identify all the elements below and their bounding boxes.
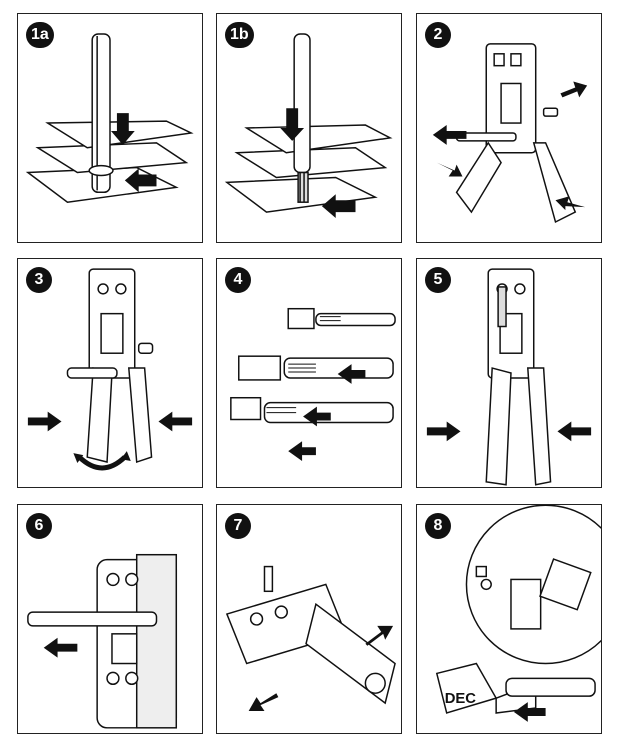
step-number-badge: 1a [26, 22, 54, 48]
step-panel-5: 5 [416, 258, 602, 488]
step-panel-1b: 1b [216, 13, 402, 243]
step-number-badge: 4 [225, 267, 251, 293]
step-panel-3: 3 [17, 258, 203, 488]
tool-remove-illustration [432, 43, 588, 224]
step-panel-2: 2 [416, 13, 602, 243]
step-panel-1a: 1a [17, 13, 203, 243]
tool-rotate-illustration [27, 268, 193, 471]
step-panel-7: 7 [216, 504, 402, 734]
cable-insert-illustration [25, 33, 194, 203]
step-number-badge: 5 [425, 267, 451, 293]
cable-pull-out-illustration [27, 553, 178, 729]
cable-strip-illustration [224, 33, 393, 219]
connector-detail-illustration: DEC [435, 505, 601, 722]
step-number-badge: 2 [425, 22, 451, 48]
step-panel-4: 4 [216, 258, 402, 488]
step-number-badge: 7 [225, 513, 251, 539]
step-panel-8: 8 DEC [416, 504, 602, 734]
step-number-badge: 1b [225, 22, 254, 48]
step-number-badge: 8 [425, 513, 451, 539]
tool-release-illustration [225, 565, 396, 711]
step-number-badge: 6 [26, 513, 52, 539]
step-panel-6: 6 [17, 504, 203, 734]
connector-insert-illustration [230, 307, 396, 462]
step-number-badge: 3 [26, 267, 52, 293]
connector-brand-label: DEC [445, 691, 477, 707]
tool-crimp-illustration [426, 268, 592, 486]
